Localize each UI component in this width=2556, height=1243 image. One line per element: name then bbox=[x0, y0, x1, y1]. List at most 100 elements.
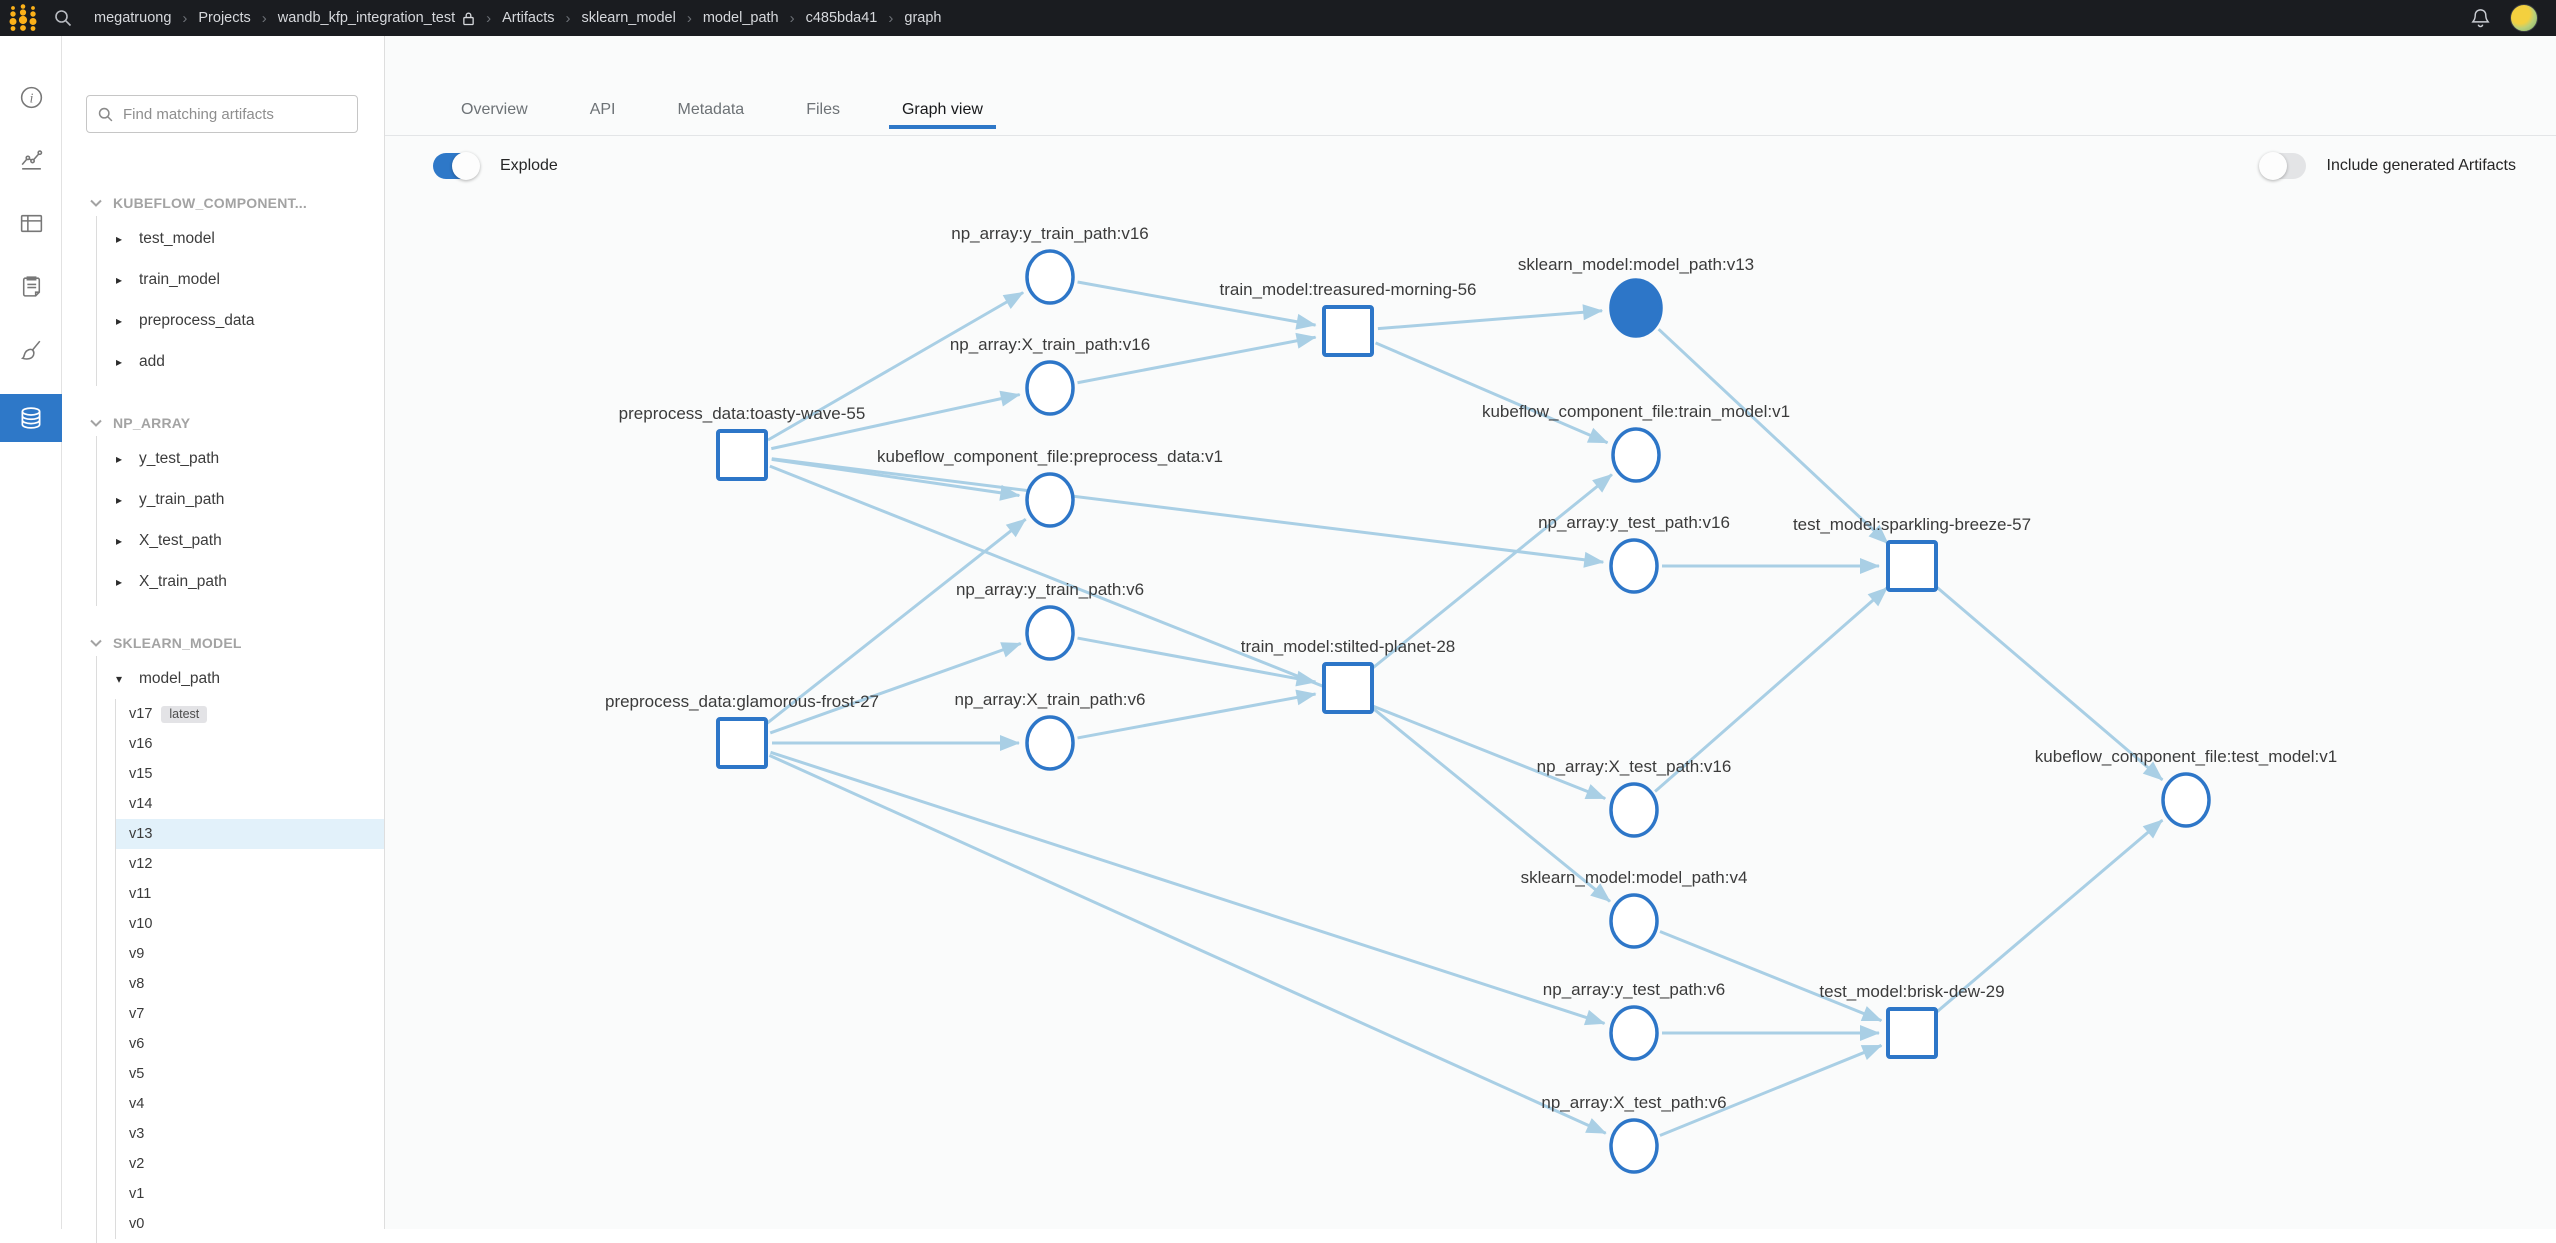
artifact-type-header-sklearn-model[interactable]: SKLEARN_MODEL bbox=[62, 630, 384, 656]
artifact-version-v7[interactable]: v7 bbox=[129, 1006, 145, 1022]
toggle-knob bbox=[2258, 152, 2287, 180]
artifact-version-v16[interactable]: v16 bbox=[129, 736, 153, 752]
node-label: np_array:X_train_path:v6 bbox=[955, 690, 1146, 709]
graph-node-preprocess_data:glamorous-frost-27[interactable]: preprocess_data:glamorous-frost-27 bbox=[605, 692, 879, 769]
artifact-collection-preprocess_data[interactable]: ▸preprocess_data bbox=[116, 311, 255, 329]
artifact-version-v4[interactable]: v4 bbox=[129, 1096, 145, 1112]
edge-Xte6-tm29 bbox=[1659, 1044, 1883, 1137]
triangle-down-icon: ▾ bbox=[116, 671, 123, 686]
breadcrumb-item-sklearn_model[interactable]: sklearn_model bbox=[581, 10, 676, 26]
graph-node-np_array:X_test_path:v16[interactable]: np_array:X_test_path:v16 bbox=[1537, 757, 1732, 838]
include-generated-toggle[interactable] bbox=[2258, 152, 2306, 180]
edge-tm28-ktm1 bbox=[1370, 473, 1613, 671]
avatar[interactable] bbox=[2510, 4, 2538, 32]
edge-pd27-yt6 bbox=[769, 642, 1022, 735]
artifact-search[interactable] bbox=[86, 95, 358, 133]
artifact-version-v8[interactable]: v8 bbox=[129, 976, 145, 992]
artifact-version-v14[interactable]: v14 bbox=[129, 796, 153, 812]
node-label: train_model:treasured-morning-56 bbox=[1219, 280, 1476, 299]
artifact-version-v12[interactable]: v12 bbox=[129, 856, 153, 872]
node-label: sklearn_model:model_path:v4 bbox=[1521, 868, 1748, 887]
breadcrumb-item-Artifacts[interactable]: Artifacts bbox=[502, 10, 555, 26]
artifact-version-v15[interactable]: v15 bbox=[129, 766, 153, 782]
triangle-right-icon: ▸ bbox=[116, 354, 123, 369]
artifact-collection-model_path[interactable]: ▾model_path bbox=[116, 669, 221, 687]
graph-node-np_array:y_test_path:v16[interactable]: np_array:y_test_path:v16 bbox=[1538, 513, 1730, 594]
graph-node-train_model:stilted-planet-28[interactable]: train_model:stilted-planet-28 bbox=[1241, 637, 1456, 714]
graph-node-test_model:brisk-dew-29[interactable]: test_model:brisk-dew-29 bbox=[1819, 982, 2005, 1059]
breadcrumb-item-megatruong[interactable]: megatruong bbox=[94, 10, 172, 26]
explode-toggle[interactable] bbox=[433, 152, 480, 180]
sidebar-item-workspace[interactable] bbox=[0, 129, 62, 192]
breadcrumb-item-graph[interactable]: graph bbox=[904, 10, 942, 26]
artifact-collection-y_test_path[interactable]: ▸y_test_path bbox=[116, 449, 220, 467]
tab-metadata[interactable]: Metadata bbox=[677, 101, 745, 118]
graph-node-np_array:X_test_path:v6[interactable]: np_array:X_test_path:v6 bbox=[1541, 1093, 1727, 1174]
graph-node-np_array:y_train_path:v16[interactable]: np_array:y_train_path:v16 bbox=[951, 224, 1149, 305]
node-label: np_array:X_train_path:v16 bbox=[950, 335, 1150, 354]
svg-text:i: i bbox=[29, 91, 33, 106]
artifact-version-v6[interactable]: v6 bbox=[129, 1036, 145, 1052]
sidebar-item-overview[interactable]: i bbox=[0, 66, 62, 129]
artifact-search-input[interactable] bbox=[123, 105, 347, 123]
artifact-collection-X_train_path[interactable]: ▸X_train_path bbox=[116, 572, 227, 590]
graph-node-np_array:y_train_path:v6[interactable]: np_array:y_train_path:v6 bbox=[956, 580, 1144, 661]
graph-node-np_array:y_test_path:v6[interactable]: np_array:y_test_path:v6 bbox=[1543, 980, 1725, 1061]
artifact-version-v5[interactable]: v5 bbox=[129, 1066, 145, 1082]
tab-overview[interactable]: Overview bbox=[461, 101, 528, 118]
artifact-type-header-kubeflow-component-[interactable]: KUBEFLOW_COMPONENT... bbox=[62, 190, 384, 216]
artifact-collection-X_test_path[interactable]: ▸X_test_path bbox=[116, 531, 222, 549]
artifact-version-v9[interactable]: v9 bbox=[129, 946, 145, 962]
breadcrumb-item-Projects[interactable]: Projects bbox=[198, 10, 251, 26]
artifact-version-v0[interactable]: v0 bbox=[129, 1216, 145, 1232]
chevron-down-icon bbox=[90, 639, 102, 647]
sidebar-item-artifacts[interactable] bbox=[0, 394, 62, 442]
artifact-version-v13[interactable]: v13 bbox=[116, 819, 384, 849]
sidebar-item-reports[interactable] bbox=[0, 255, 62, 318]
breadcrumb-item-model_path[interactable]: model_path bbox=[702, 10, 779, 26]
graph-node-train_model:treasured-morning-56[interactable]: train_model:treasured-morning-56 bbox=[1219, 280, 1477, 357]
tab-graph-view[interactable]: Graph view bbox=[884, 101, 1001, 135]
sidebar-item-sweeps[interactable] bbox=[0, 318, 62, 381]
artifact-version-v1[interactable]: v1 bbox=[129, 1186, 145, 1202]
edge-yt6-tm28 bbox=[1077, 636, 1317, 687]
artifact-collection-test_model[interactable]: ▸test_model bbox=[116, 229, 215, 247]
artifact-collection-add[interactable]: ▸add bbox=[116, 352, 165, 370]
edge-pd55-kpd1 bbox=[771, 457, 1021, 501]
graph-node-sklearn_model:model_path:v13[interactable]: sklearn_model:model_path:v13 bbox=[1518, 255, 1754, 338]
graph-node-preprocess_data:toasty-wave-55[interactable]: preprocess_data:toasty-wave-55 bbox=[619, 404, 866, 481]
artifact-version-v2[interactable]: v2 bbox=[129, 1156, 145, 1172]
graph-node-kubeflow_component_file:preprocess_data:v1[interactable]: kubeflow_component_file:preprocess_data:… bbox=[877, 447, 1223, 528]
edge-Xte16-tm57 bbox=[1654, 586, 1889, 793]
tab-api[interactable]: API bbox=[589, 101, 616, 118]
search-icon[interactable] bbox=[46, 0, 80, 36]
graph-node-np_array:X_train_path:v16[interactable]: np_array:X_train_path:v16 bbox=[950, 335, 1150, 416]
graph-node-kubeflow_component_file:train_model:v1[interactable]: kubeflow_component_file:train_model:v1 bbox=[1482, 402, 1790, 483]
edge-tm57-ktest1 bbox=[1933, 584, 2164, 782]
edge-tm29-ktest1 bbox=[1933, 818, 2164, 1015]
graph-node-test_model:sparkling-breeze-57[interactable]: test_model:sparkling-breeze-57 bbox=[1793, 515, 2031, 592]
artifact-browser-panel: KUBEFLOW_COMPONENT... ▸test_model ▸train_m… bbox=[62, 36, 385, 1243]
artifact-version-v10[interactable]: v10 bbox=[129, 916, 153, 932]
node-label: np_array:y_test_path:v16 bbox=[1538, 513, 1730, 532]
breadcrumb-item-c485bda41[interactable]: c485bda41 bbox=[805, 10, 878, 26]
sidebar-item-tables[interactable] bbox=[0, 192, 62, 255]
artifact-collection-train_model[interactable]: ▸train_model bbox=[116, 270, 220, 288]
breadcrumb-item-wandb_kfp_integration_test[interactable]: wandb_kfp_integration_test bbox=[278, 10, 475, 26]
edge-pd27-kpd1 bbox=[764, 518, 1027, 726]
artifact-version-v3[interactable]: v3 bbox=[129, 1126, 145, 1142]
graph-node-kubeflow_component_file:test_model:v1[interactable]: kubeflow_component_file:test_model:v1 bbox=[2035, 747, 2337, 828]
breadcrumb-separator: › bbox=[888, 9, 894, 27]
artifacts-icon bbox=[17, 404, 45, 432]
graph-node-np_array:X_train_path:v6[interactable]: np_array:X_train_path:v6 bbox=[955, 690, 1146, 771]
tab-files[interactable]: Files bbox=[806, 101, 840, 118]
wandb-logo-icon[interactable] bbox=[0, 0, 46, 36]
bell-icon[interactable] bbox=[2469, 7, 2492, 30]
artifact-collection-y_train_path[interactable]: ▸y_train_path bbox=[116, 490, 225, 508]
artifact-type-header-np-array[interactable]: NP_ARRAY bbox=[62, 410, 384, 436]
graph-node-sklearn_model:model_path:v4[interactable]: sklearn_model:model_path:v4 bbox=[1521, 868, 1748, 949]
triangle-right-icon: ▸ bbox=[116, 451, 123, 466]
artifact-version-v11[interactable]: v11 bbox=[129, 886, 152, 902]
triangle-right-icon: ▸ bbox=[116, 313, 123, 328]
